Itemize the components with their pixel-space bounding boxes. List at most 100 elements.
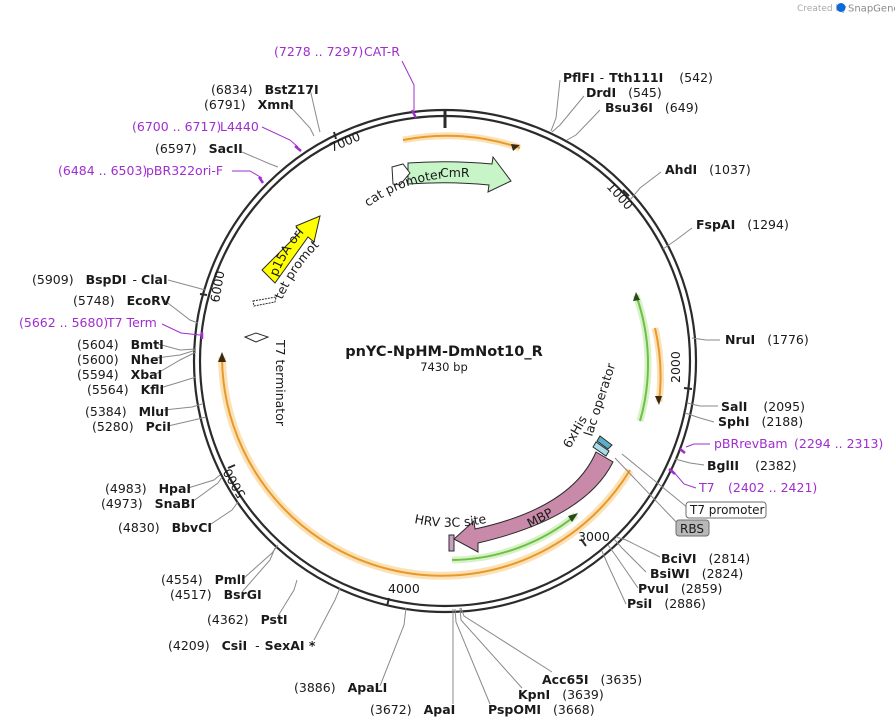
site-pflfi[interactable]: PflFI-Tth111I(542) <box>563 70 713 85</box>
cat-promoter-arrow[interactable] <box>391 163 411 186</box>
site-nrui[interactable]: NruI(1776) <box>725 332 809 347</box>
primer-pbrrevbam-leader <box>685 443 710 448</box>
snapgene-brand: SnapGene <box>848 4 895 15</box>
leader-pmli <box>243 544 279 579</box>
scale-tick-labels: 1000 2000 3000 4000 5000 6000 7000 <box>207 129 683 596</box>
site-apai[interactable]: (3672)ApaI <box>370 702 455 717</box>
site-bmti[interactable]: (5604)BmtI <box>77 337 164 352</box>
site-hpai[interactable]: (4983)HpaI <box>105 481 191 496</box>
leader-fspai <box>662 227 693 250</box>
primer-cat-r-mark <box>410 109 418 119</box>
sites-left: (4209)CsiI-SexAI * (4362)PstI (4517)BsrG… <box>32 82 319 653</box>
site-bsrgi[interactable]: (4517)BsrGI <box>170 587 262 602</box>
leader-hpai <box>187 474 221 489</box>
leader-bcivi <box>615 536 661 558</box>
orf-arcs <box>218 132 665 580</box>
site-pspomi[interactable]: PspOMI(3668) <box>488 702 595 717</box>
site-kpni[interactable]: KpnI(3639) <box>518 687 604 702</box>
leader-bsiwi <box>613 538 647 573</box>
rbs-box[interactable] <box>675 519 710 537</box>
site-drdi[interactable]: DrdI(545) <box>586 85 662 100</box>
tick-6000 <box>199 293 208 296</box>
primer-l4440-name[interactable]: L4440 <box>220 119 259 134</box>
his-tag-feature[interactable] <box>596 435 613 450</box>
orf-inner-green-arc <box>451 514 577 561</box>
leader-kfli <box>159 376 197 389</box>
leader-pflfi <box>550 79 561 132</box>
leader-sali <box>686 402 718 407</box>
t7-promoter-label: T7 promoter <box>689 503 765 517</box>
orf-large-orange-arc <box>221 356 631 577</box>
leader-pvui <box>607 544 639 589</box>
t7-promoter-box[interactable] <box>685 501 767 519</box>
tick-label-6000: 6000 <box>207 270 227 304</box>
site-bspdi[interactable]: (5909)BspDI-ClaI <box>32 272 168 287</box>
rbs-label: RBS <box>680 522 704 536</box>
site-ahdi[interactable]: AhdI(1037) <box>665 162 751 177</box>
leader-drdi <box>551 95 585 133</box>
leader-sacii <box>241 151 279 168</box>
site-bsu36i[interactable]: Bsu36I(649) <box>605 100 699 115</box>
site-sacii[interactable]: (6597)SacII <box>155 141 243 156</box>
leader-xmni <box>287 103 315 137</box>
tet-promoter-arrow[interactable] <box>252 296 277 307</box>
site-psti[interactable]: (4362)PstI <box>207 612 288 627</box>
primer-cat-r-leader <box>401 60 415 110</box>
lac-operator-feature[interactable] <box>592 441 610 457</box>
leader-bmti <box>157 343 197 351</box>
rbs-leader <box>614 457 681 527</box>
site-pvui[interactable]: PvuI(2859) <box>638 581 722 596</box>
p15a-ori-feature-arrow[interactable] <box>261 215 321 284</box>
plasmid-name: pnYC-NpHM-DmNot10_R <box>345 344 543 360</box>
mbp-feature-arrow[interactable] <box>453 451 614 553</box>
leader-psti <box>277 579 298 617</box>
site-xbai[interactable]: (5594)XbaI <box>77 367 162 382</box>
site-sali[interactable]: SalI(2095) <box>721 399 805 414</box>
t7-terminator-arrow[interactable] <box>243 332 270 343</box>
tick-1000 <box>622 189 630 197</box>
backbone <box>192 108 698 614</box>
site-kfli[interactable]: (5564)KflI <box>87 382 164 397</box>
hrv-3c-site-label: HRV 3C site <box>413 511 487 530</box>
primer-pbr322ori-f-name[interactable]: pBR322ori-F <box>146 163 223 178</box>
site-bcivi[interactable]: BciVI(2814) <box>661 551 750 566</box>
sites-right: PflFI-Tth111I(542) DrdI(545) Bsu36I(649)… <box>294 70 809 717</box>
site-apali[interactable]: (3886)ApaLI <box>294 680 387 695</box>
site-nhei[interactable]: (5600)NheI <box>77 352 163 367</box>
site-pcii[interactable]: (5280)PciI <box>92 419 171 434</box>
primer-t7-term-name[interactable]: T7 Term <box>106 315 157 330</box>
site-snabi[interactable]: (4973)SnaBI <box>101 496 195 511</box>
snapgene-logo-icon <box>836 3 846 12</box>
primer-t7-name[interactable]: T7 <box>698 480 715 495</box>
site-xmni[interactable]: (6791)XmnI <box>204 97 294 112</box>
leader-nhei <box>155 349 197 359</box>
site-bbvci[interactable]: (4830)BbvCI <box>118 520 212 535</box>
tick-label-2000: 2000 <box>668 351 683 383</box>
primer-cat-r-range: (7278 .. 7297) <box>274 44 363 59</box>
site-psii[interactable]: PsiI(2886) <box>627 596 706 611</box>
site-acc65i[interactable]: Acc65I(3635) <box>542 672 642 687</box>
site-bstz17i[interactable]: (6834)BstZ17I <box>211 82 319 97</box>
primer-pbrrevbam-name[interactable]: pBRrevBam <box>714 436 788 451</box>
site-pmli[interactable]: (4554)PmlI <box>161 572 246 587</box>
primer-t7-leader <box>671 469 697 489</box>
site-ecorv[interactable]: (5748)EcoRV <box>73 293 171 308</box>
site-csii[interactable]: (4209)CsiI-SexAI * <box>168 638 316 653</box>
site-mlui[interactable]: (5384)MluI <box>85 404 169 419</box>
cmr-feature-arrow[interactable] <box>407 155 512 193</box>
site-fspai[interactable]: FspAI(1294) <box>696 217 789 232</box>
primer-cat-r-name[interactable]: CAT-R <box>364 44 400 59</box>
hrv-3c-site-feature[interactable] <box>448 534 455 552</box>
leader-ahdi <box>629 171 662 201</box>
primer-t7-mark <box>668 468 676 475</box>
orf-cmr-arc <box>402 134 521 149</box>
site-bsiwi[interactable]: BsiWI(2824) <box>650 566 743 581</box>
site-sphi[interactable]: SphI(2188) <box>718 414 803 429</box>
site-bglii[interactable]: BglII(2382) <box>707 458 797 473</box>
t7-terminator-label: T7 terminator <box>273 339 288 427</box>
leader-mlui <box>163 403 203 411</box>
primer-pbr322ori-f-range: (6484 .. 6503) <box>58 163 147 178</box>
tick-label-4000: 4000 <box>388 581 420 596</box>
site-leaders <box>155 79 720 705</box>
